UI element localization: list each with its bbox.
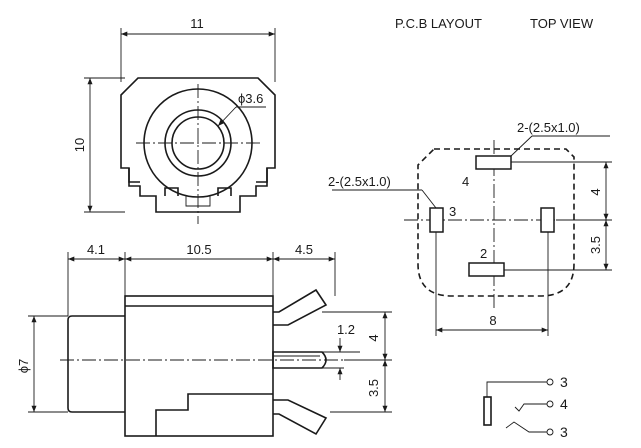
pin-width-label: 1.2	[337, 322, 355, 337]
side-vertical-dimensions: 4 3.5	[366, 312, 388, 412]
side-dim-lower: 3.5	[366, 379, 381, 397]
side-view: 4.1 10.5 4.5 ϕ7 1.2	[16, 242, 392, 437]
pad-note-top: 2-(2.5x1.0)	[510, 120, 610, 157]
side-diameter-dimension: ϕ7	[16, 316, 37, 412]
side-dim-body: 10.5	[186, 242, 211, 257]
pcb-width-label: 8	[489, 313, 496, 328]
side-horizontal-dimensions: 4.1 10.5 4.5	[68, 242, 335, 262]
schematic-pin-middle: 4	[560, 396, 568, 412]
pad-4-label: 4	[462, 174, 469, 189]
pad-3-label: 3	[449, 204, 456, 219]
pad-4	[475, 155, 512, 170]
pad-2-label: 2	[480, 246, 487, 261]
front-height-label: 10	[72, 138, 87, 152]
schematic-pin-top: 3	[560, 374, 568, 390]
pin-width-dimension: 1.2	[318, 322, 360, 380]
pad-right	[540, 207, 555, 233]
hole-diameter-label: ϕ3.6	[238, 91, 263, 106]
pad-note-left-label: 2-(2.5x1.0)	[328, 174, 391, 189]
pad-note-left: 2-(2.5x1.0)	[328, 174, 437, 209]
pad-2	[468, 262, 505, 277]
front-width-label: 11	[190, 16, 204, 31]
pcb-layout: 4 3 2 2-(2.5x1.0) 2-(2.5x1.0) 8 4 3.5	[328, 120, 612, 336]
schematic-pin-bottom: 3	[560, 424, 568, 440]
pcb-dim-lower: 3.5	[588, 236, 603, 254]
layout-title: P.C.B LAYOUT	[395, 16, 482, 31]
jack-schematic: 3 4 3	[483, 374, 568, 440]
pcb-width-dimension: 8	[436, 313, 548, 333]
side-dim-left: 4.1	[87, 242, 105, 257]
pcb-dim-upper: 4	[588, 188, 603, 195]
front-view: 11 10 ϕ3.6	[72, 16, 276, 224]
front-width-dimension: 11	[121, 16, 275, 37]
side-diameter-label: ϕ7	[16, 359, 31, 374]
hole-diameter-dimension: ϕ3.6	[217, 91, 266, 127]
front-height-dimension: 10	[72, 78, 93, 212]
side-dim-right: 4.5	[295, 242, 313, 257]
sleeve-symbol	[483, 396, 492, 426]
view-title: TOP VIEW	[530, 16, 594, 31]
pad-note-top-label: 2-(2.5x1.0)	[517, 120, 580, 135]
pad-3	[429, 207, 444, 233]
pcb-vertical-dimensions: 4 3.5	[588, 162, 609, 270]
side-dim-upper: 4	[366, 334, 381, 341]
